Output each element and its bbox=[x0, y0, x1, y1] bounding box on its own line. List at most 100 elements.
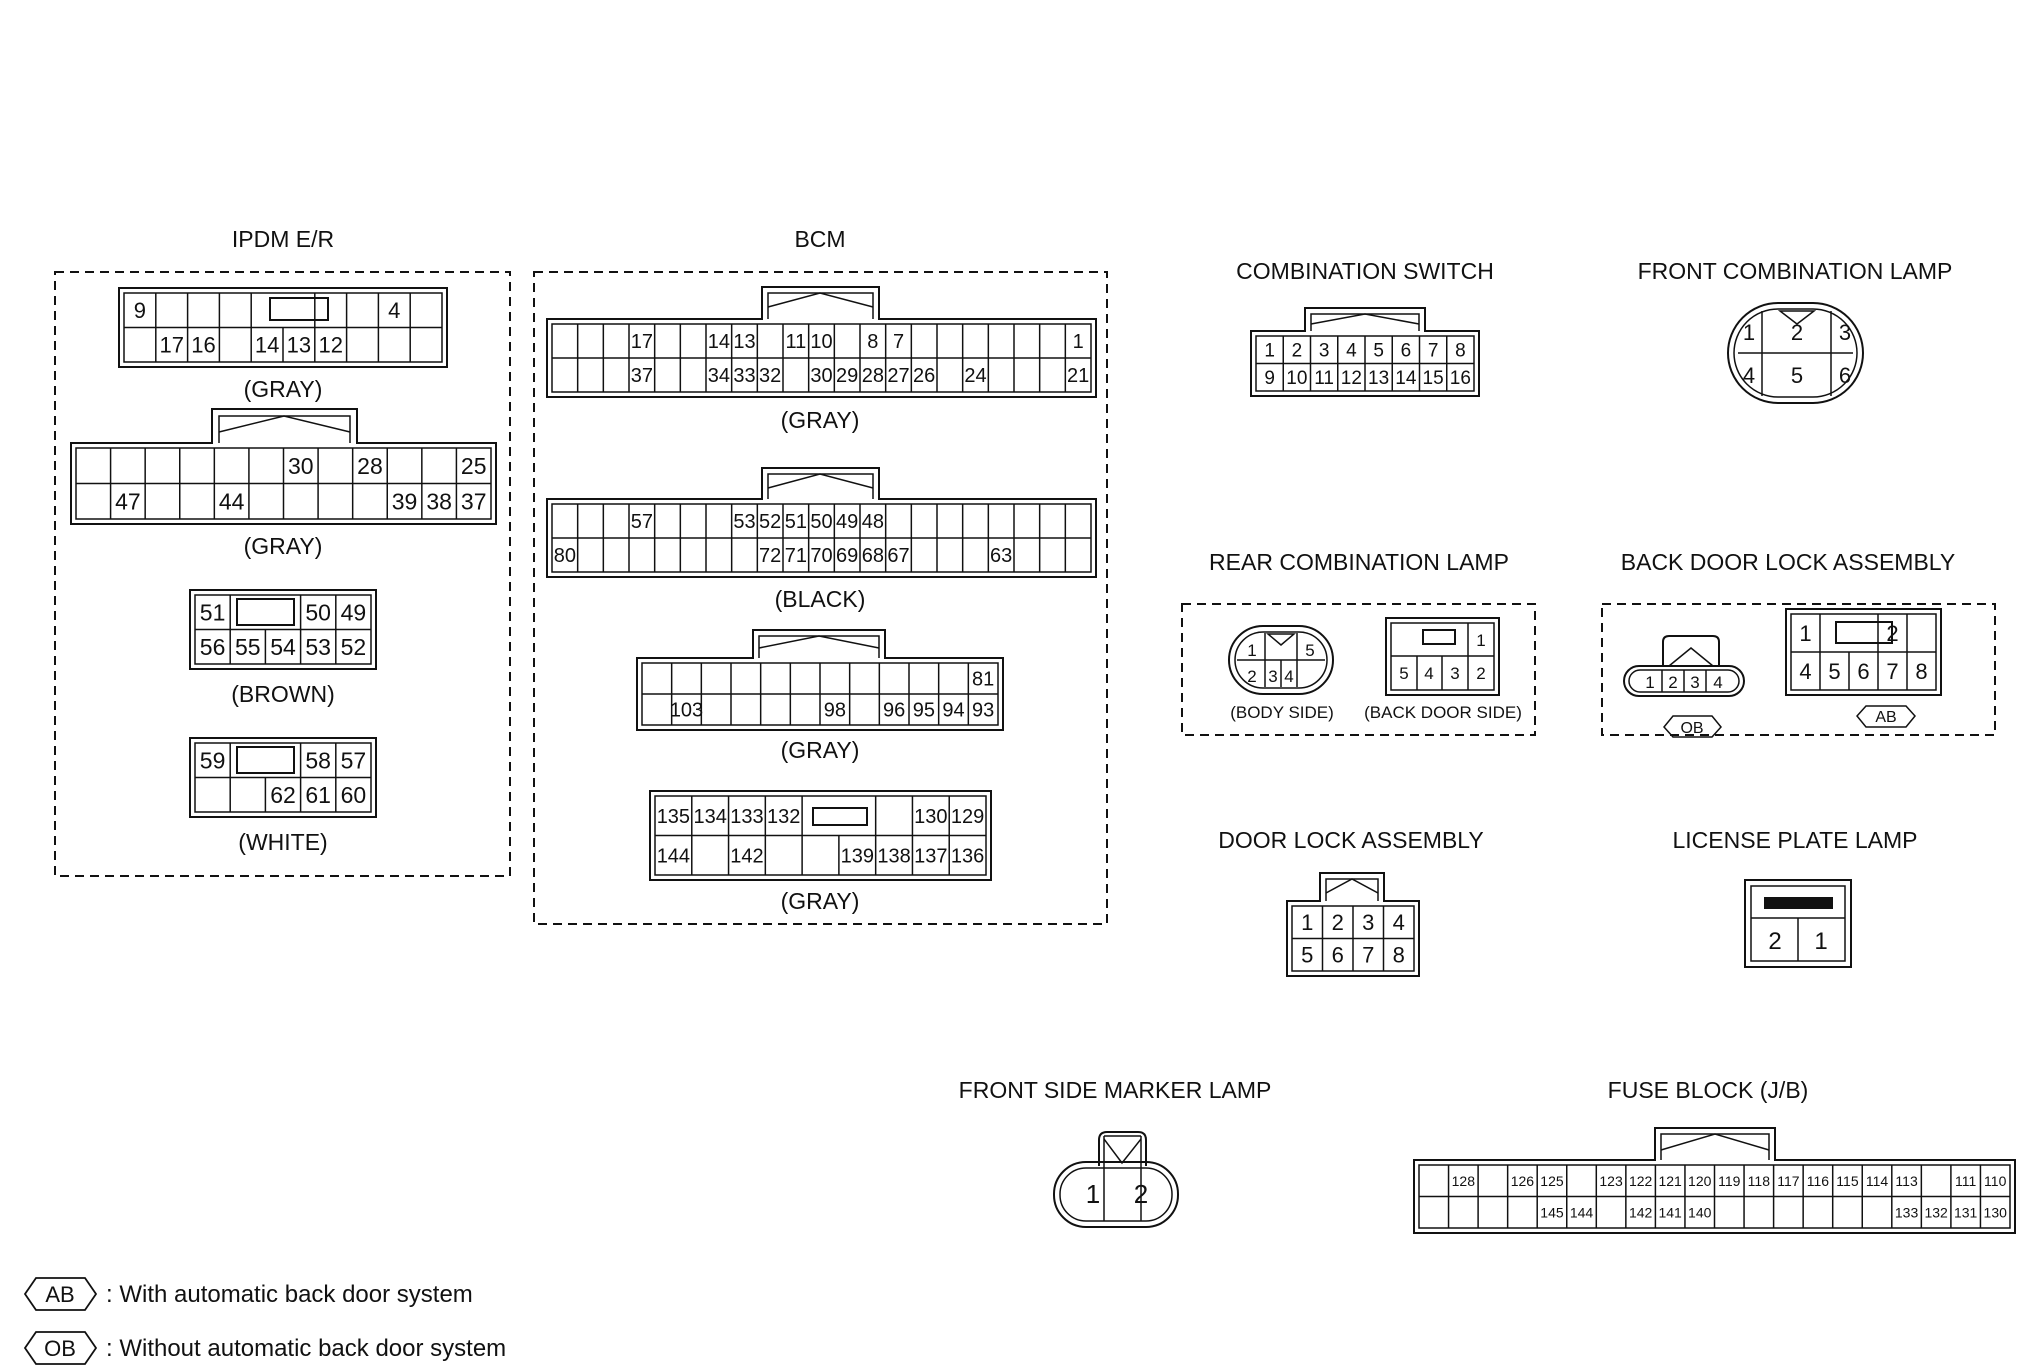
bcm-c2-color: (BLACK) bbox=[775, 586, 866, 612]
rear-combination-lamp-title: REAR COMBINATION LAMP bbox=[1209, 549, 1509, 575]
door-lock-pin: 7 bbox=[1362, 943, 1374, 968]
bcm-c3-pin: 96 bbox=[883, 700, 905, 722]
bcm-c1-pin: 10 bbox=[810, 331, 832, 353]
bcm-c2-pin: 67 bbox=[887, 545, 909, 567]
rear-lamp-body-pin: 2 bbox=[1247, 667, 1256, 686]
bcm-c1-pin: 24 bbox=[964, 365, 986, 387]
fuse-block-pin: 131 bbox=[1954, 1204, 1978, 1220]
rear-lamp-body-pin: 5 bbox=[1305, 641, 1314, 660]
bcm-c4-pin: 132 bbox=[767, 806, 800, 828]
rear-lamp-door-pin: 2 bbox=[1476, 664, 1485, 683]
comb-switch-pin: 14 bbox=[1395, 368, 1417, 389]
ipdm-c2-color: (GRAY) bbox=[244, 533, 323, 559]
bcm-c1-pin: 32 bbox=[759, 365, 781, 387]
legend-ob: OB : Without automatic back door system bbox=[23, 1331, 506, 1365]
marker-lamp-pin: 2 bbox=[1134, 1179, 1148, 1209]
front-lamp-pin: 6 bbox=[1839, 363, 1851, 388]
bcm-c4-pin: 133 bbox=[730, 806, 763, 828]
back-door-ab-pin: 6 bbox=[1857, 659, 1869, 684]
bcm-c1-pin: 7 bbox=[893, 331, 904, 353]
fuse-block-pin: 115 bbox=[1836, 1173, 1859, 1189]
ipdm-c3-pin: 50 bbox=[305, 600, 331, 626]
comb-switch-pin: 11 bbox=[1314, 368, 1334, 389]
front-side-marker-lamp-connector: 1 2 bbox=[1053, 1131, 1179, 1228]
bcm-c1-pin: 27 bbox=[887, 365, 909, 387]
comb-switch-pin: 1 bbox=[1264, 341, 1275, 362]
back-door-ob-pin: 3 bbox=[1690, 673, 1699, 692]
door-lock-assembly-title: DOOR LOCK ASSEMBLY bbox=[1218, 827, 1483, 853]
ipdm-c3-pin: 51 bbox=[200, 600, 226, 626]
rear-lamp-door-pin: 1 bbox=[1476, 631, 1485, 650]
bcm-c2-pin: 80 bbox=[554, 545, 576, 567]
comb-switch-pin: 2 bbox=[1292, 341, 1303, 362]
ipdm-c1-pin: 14 bbox=[255, 333, 279, 358]
ipdm-c1-color: (GRAY) bbox=[244, 376, 323, 402]
back-door-ob-pin: 4 bbox=[1713, 673, 1722, 692]
bcm-c1-pin: 30 bbox=[810, 365, 832, 387]
front-lamp-pin: 1 bbox=[1743, 320, 1755, 345]
rear-lamp-door-pin: 4 bbox=[1424, 664, 1433, 683]
rear-lamp-back-door-side-connector: 1 5 4 3 2 bbox=[1385, 617, 1500, 696]
fuse-block-pin: 142 bbox=[1629, 1204, 1653, 1220]
comb-switch-pin: 15 bbox=[1423, 368, 1444, 389]
bcm-c2-pin: 49 bbox=[836, 511, 858, 533]
comb-switch-pin: 13 bbox=[1368, 368, 1389, 389]
bcm-c4-pin: 144 bbox=[657, 845, 690, 867]
ipdm-group-frame bbox=[54, 271, 511, 877]
ipdm-c3-pin: 55 bbox=[235, 634, 261, 660]
comb-switch-pin: 10 bbox=[1286, 368, 1307, 389]
ob-tag-text: OB bbox=[44, 1336, 76, 1361]
legend-ab: AB : With automatic back door system bbox=[23, 1277, 473, 1311]
door-lock-pin: 5 bbox=[1301, 943, 1313, 968]
fuse-block-pin: 113 bbox=[1895, 1173, 1918, 1189]
rear-lamp-body-pin: 3 bbox=[1268, 667, 1277, 686]
bcm-c2-pin: 72 bbox=[759, 545, 781, 567]
marker-lamp-pin: 1 bbox=[1086, 1179, 1100, 1209]
combination-switch-title: COMBINATION SWITCH bbox=[1236, 258, 1494, 284]
ob-legend-text: : Without automatic back door system bbox=[106, 1335, 506, 1362]
fuse-block-pin: 141 bbox=[1658, 1204, 1682, 1220]
door-lock-pin: 4 bbox=[1393, 910, 1405, 935]
fuse-block-pin: 118 bbox=[1748, 1173, 1771, 1189]
ipdm-title: IPDM E/R bbox=[232, 226, 334, 252]
ipdm-c1-pin: 17 bbox=[159, 333, 183, 358]
rear-lamp-body-pin: 1 bbox=[1247, 641, 1256, 660]
front-lamp-pin: 2 bbox=[1791, 320, 1803, 345]
svg-text:AB: AB bbox=[1875, 709, 1896, 726]
back-door-lock-ob-tag: OB bbox=[1663, 715, 1722, 738]
rear-lamp-back-door-side-label: (BACK DOOR SIDE) bbox=[1364, 703, 1522, 722]
bcm-c3-pin: 95 bbox=[913, 700, 935, 722]
ipdm-c3-pin: 53 bbox=[305, 634, 331, 660]
fuse-block-pin: 144 bbox=[1570, 1204, 1594, 1220]
fuse-block-pin: 119 bbox=[1718, 1173, 1741, 1189]
bcm-c3-pin: 94 bbox=[942, 700, 964, 722]
comb-switch-pin: 8 bbox=[1455, 341, 1466, 362]
license-plate-lamp-title: LICENSE PLATE LAMP bbox=[1673, 827, 1918, 853]
bcm-c4-pin: 139 bbox=[841, 845, 874, 867]
bcm-c2-pin: 71 bbox=[785, 545, 807, 567]
back-door-ab-pin: 7 bbox=[1886, 659, 1898, 684]
front-lamp-pin: 4 bbox=[1743, 363, 1755, 388]
bcm-c1-pin: 13 bbox=[733, 331, 755, 353]
comb-switch-pin: 4 bbox=[1346, 341, 1357, 362]
ipdm-c2-pin: 30 bbox=[288, 453, 314, 479]
ipdm-c4-pin: 59 bbox=[200, 748, 226, 774]
front-side-marker-lamp-title: FRONT SIDE MARKER LAMP bbox=[959, 1077, 1272, 1103]
fuse-block-pin: 116 bbox=[1807, 1173, 1830, 1189]
back-door-ob-pin: 2 bbox=[1668, 673, 1677, 692]
comb-switch-pin: 7 bbox=[1428, 341, 1439, 362]
bcm-c3-pin: 98 bbox=[824, 700, 846, 722]
bcm-c1-pin: 37 bbox=[631, 365, 653, 387]
ipdm-c2-pin: 39 bbox=[392, 489, 418, 515]
fuse-block-pin: 110 bbox=[1984, 1173, 2007, 1189]
bcm-c2-pin: 70 bbox=[810, 545, 832, 567]
bcm-c4-pin: 137 bbox=[914, 845, 947, 867]
comb-switch-pin: 16 bbox=[1450, 368, 1471, 389]
back-door-ab-pin: 5 bbox=[1828, 659, 1840, 684]
ab-legend-text: : With automatic back door system bbox=[106, 1281, 473, 1308]
ipdm-c2-pin: 44 bbox=[219, 489, 245, 515]
bcm-c1-pin: 14 bbox=[708, 331, 730, 353]
